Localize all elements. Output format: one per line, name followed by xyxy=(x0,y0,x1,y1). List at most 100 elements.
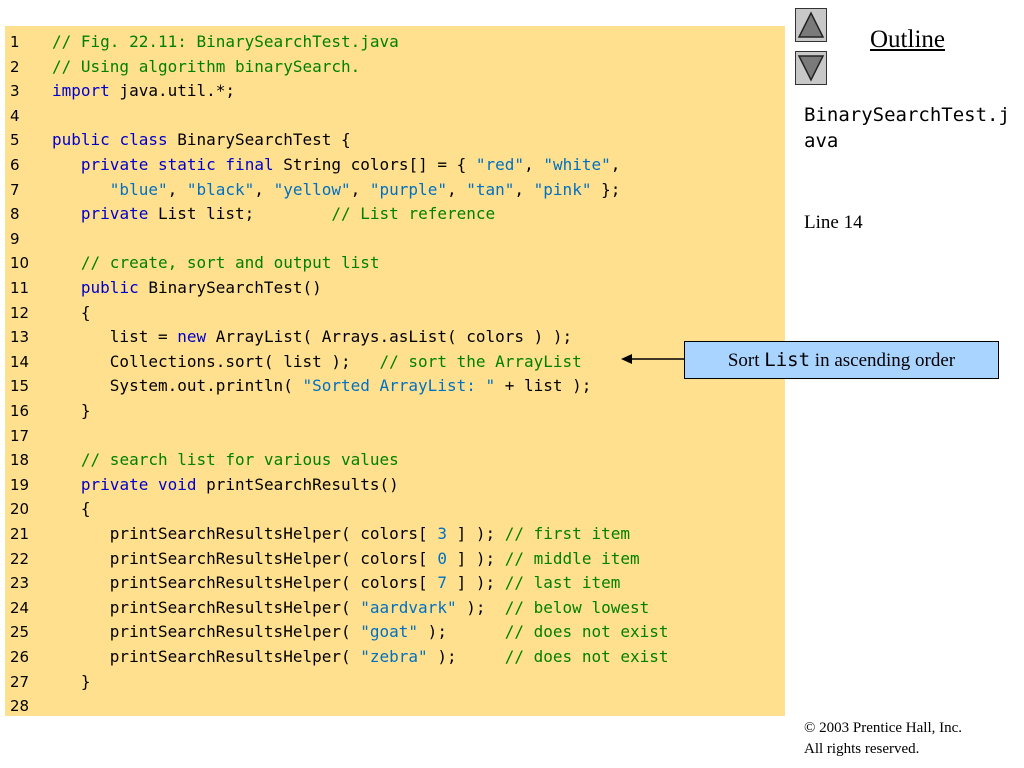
callout-code-text: List xyxy=(764,349,811,371)
code-token: // below lowest xyxy=(504,597,650,617)
callout-text-before: Sort xyxy=(727,350,765,371)
code-line: 25 printSearchResultsHelper( "goat" ); /… xyxy=(5,620,669,644)
code-token: new xyxy=(177,327,207,347)
code-token: // search list for various values xyxy=(80,450,399,470)
code-line: 28 xyxy=(5,694,52,718)
code-token: , xyxy=(514,179,534,199)
code-token: BinarySearchTest { xyxy=(167,130,351,150)
code-token: list = xyxy=(52,327,178,347)
code-token: 3 xyxy=(437,524,447,543)
code-token: // List reference xyxy=(331,204,496,224)
code-token: // last item xyxy=(504,573,621,593)
code-token: , xyxy=(350,179,370,199)
line-number: 25 xyxy=(10,623,30,642)
line-reference-label: Line 14 xyxy=(804,212,863,233)
code-token: , xyxy=(610,155,621,174)
line-number: 2 xyxy=(10,57,20,76)
code-token: // middle item xyxy=(504,548,640,568)
code-token: public xyxy=(52,130,110,150)
code-token: } xyxy=(52,671,91,691)
code-token: void xyxy=(157,474,197,494)
line-number: 6 xyxy=(10,156,20,174)
code-token: 0 xyxy=(437,548,447,568)
code-token: printSearchResultsHelper( colors[ xyxy=(52,573,438,593)
code-line: 21 printSearchResultsHelper( colors[ 3 ]… xyxy=(5,522,630,546)
code-token: "aardvark" xyxy=(360,597,457,617)
code-token xyxy=(52,180,110,199)
code-token: "tan" xyxy=(466,179,515,199)
line-number: 19 xyxy=(10,475,30,494)
code-token: // Using algorithm binarySearch. xyxy=(52,56,361,76)
line-number: 26 xyxy=(10,648,30,666)
code-line: 9 xyxy=(5,227,52,251)
code-token: // create, sort and output list xyxy=(80,253,380,273)
code-token: printSearchResultsHelper( colors[ xyxy=(52,524,438,543)
line-number: 3 xyxy=(10,82,20,101)
code-token: Collections.sort( list ); xyxy=(52,351,380,371)
outline-link[interactable]: Outline xyxy=(870,26,945,53)
code-token: , xyxy=(167,179,187,199)
code-line: 12 { xyxy=(5,301,91,325)
code-token xyxy=(52,155,81,174)
code-line: 18 // search list for various values xyxy=(5,448,399,472)
code-line: 20 { xyxy=(5,497,91,521)
code-token: "white" xyxy=(543,155,611,174)
code-line: 10 // create, sort and output list xyxy=(5,251,380,275)
code-token: ); xyxy=(456,597,505,617)
code-line: 22 printSearchResultsHelper( colors[ 0 ]… xyxy=(5,547,640,571)
code-token: "red" xyxy=(475,155,525,174)
code-token: private xyxy=(80,474,149,494)
line-number: 24 xyxy=(10,598,30,617)
code-token: 7 xyxy=(437,573,447,593)
code-token xyxy=(148,475,158,494)
code-token: printSearchResultsHelper( xyxy=(52,622,361,642)
code-token xyxy=(52,450,81,469)
code-token: { xyxy=(52,499,91,519)
line-number: 7 xyxy=(10,180,20,199)
code-token: "zebra" xyxy=(360,647,428,666)
file-name-label: BinarySearchTest.java xyxy=(804,104,1010,152)
code-token xyxy=(52,204,81,223)
code-token: // does not exist xyxy=(504,647,669,666)
line-number: 11 xyxy=(10,279,30,297)
code-line: 17 xyxy=(5,424,52,448)
code-line: 11 public BinarySearchTest() xyxy=(5,276,322,300)
code-token xyxy=(216,155,226,174)
previous-slide-button[interactable] xyxy=(795,8,827,42)
code-token: List list; xyxy=(148,204,332,224)
line-number: 8 xyxy=(10,205,20,224)
line-number: 17 xyxy=(10,426,30,445)
code-line: 27 } xyxy=(5,670,91,694)
code-token xyxy=(52,475,81,494)
code-token: ArrayList( Arrays.asList( colors ) ); xyxy=(206,327,573,347)
code-line: 8 private List list; // List reference xyxy=(5,202,495,226)
code-token xyxy=(148,155,158,174)
line-number: 27 xyxy=(10,672,30,691)
code-line: 2 // Using algorithm binarySearch. xyxy=(5,55,360,79)
code-token: "goat" xyxy=(360,622,419,642)
copyright-notice: © 2003 Prentice Hall, Inc. All rights re… xyxy=(804,718,962,760)
code-token: { xyxy=(52,302,91,322)
code-token: import xyxy=(52,81,110,101)
code-token: ] ); xyxy=(446,548,505,568)
code-token: // sort the ArrayList xyxy=(379,351,582,371)
code-token: ] ); xyxy=(446,573,505,593)
triangle-up-icon xyxy=(797,11,825,38)
code-token: printSearchResultsHelper( xyxy=(52,647,361,666)
code-line: 5 public class BinarySearchTest { xyxy=(5,128,351,152)
line-number: 13 xyxy=(10,328,30,347)
code-line: 13 list = new ArrayList( Arrays.asList( … xyxy=(5,325,572,349)
code-token: "purple" xyxy=(369,179,447,199)
next-slide-button[interactable] xyxy=(795,51,827,85)
line-number: 5 xyxy=(10,131,20,150)
code-token: printSearchResults() xyxy=(196,474,399,494)
code-line: 16 } xyxy=(5,399,91,423)
line-number: 18 xyxy=(10,451,30,470)
line-number: 21 xyxy=(10,525,30,543)
code-token: , xyxy=(254,179,274,199)
code-token: class xyxy=(119,130,168,150)
code-token: } xyxy=(52,401,91,420)
copyright-symbol: © xyxy=(804,720,816,736)
